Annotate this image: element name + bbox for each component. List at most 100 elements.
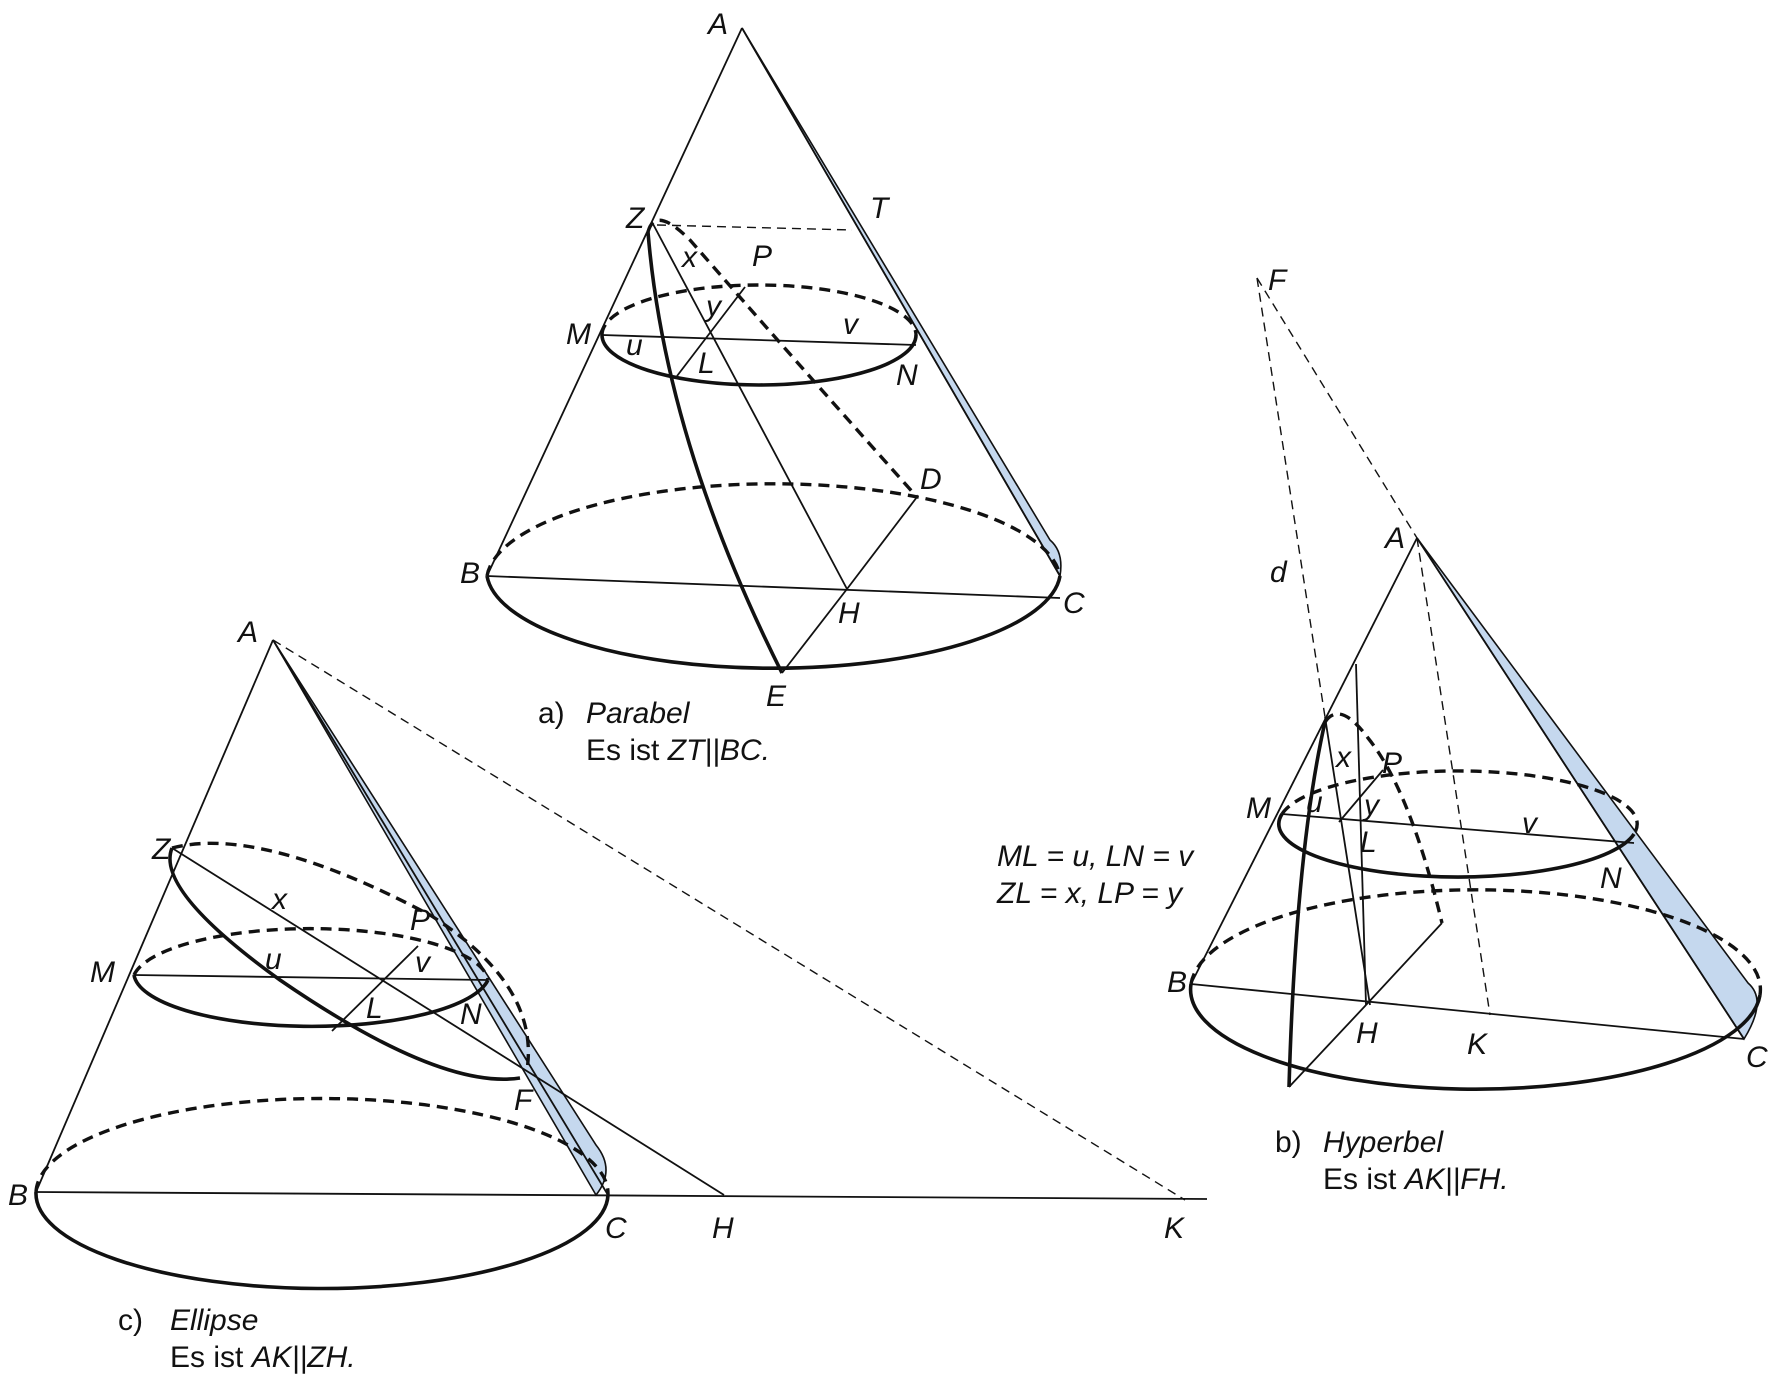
parabola-diagram: A T Z x P y M u v L N D B C H E a) Parab…	[460, 8, 1085, 767]
label-v: v	[843, 308, 860, 341]
cone-a-base-front	[485, 575, 1062, 671]
label-C: C	[605, 1212, 627, 1245]
label-v: v	[415, 946, 432, 979]
label-L: L	[698, 347, 715, 380]
line-FH	[1324, 716, 1371, 1006]
line-vertical-H	[1355, 663, 1367, 1006]
label-K: K	[1164, 1212, 1186, 1245]
cone-c-base-front	[34, 1191, 610, 1291]
cone-b-left-generator	[1190, 537, 1418, 985]
chord-MN	[601, 334, 917, 346]
label-v: v	[1522, 807, 1539, 840]
label-A: A	[706, 8, 728, 41]
cone-c-left-generator	[35, 639, 274, 1193]
label-M: M	[90, 956, 115, 989]
ellipse-section-front	[168, 847, 521, 1081]
label-y: y	[1362, 789, 1381, 822]
label-x: x	[270, 883, 288, 916]
diameter-BC	[486, 575, 1061, 599]
line-AK	[1416, 537, 1491, 1016]
segment-legend: ML = u, LN = v ZL = x, LP = y	[996, 840, 1195, 910]
label-x: x	[1334, 741, 1352, 774]
label-H: H	[838, 597, 860, 630]
label-P: P	[752, 240, 772, 273]
label-H: H	[1356, 1017, 1378, 1050]
label-Z: Z	[625, 202, 646, 235]
parallel-ZT	[656, 224, 853, 231]
caption-b-letter: b)	[1275, 1126, 1302, 1159]
chord-MN	[1281, 813, 1635, 844]
label-C: C	[1746, 1041, 1768, 1074]
line-AK	[272, 639, 1186, 1201]
label-A: A	[1383, 522, 1405, 555]
label-y: y	[704, 290, 723, 323]
diameter-BC	[1190, 983, 1745, 1040]
label-H: H	[712, 1212, 734, 1245]
label-u: u	[265, 943, 282, 976]
line-H-front	[1288, 1004, 1367, 1088]
line-HE	[781, 588, 848, 674]
chord-LP	[676, 286, 746, 377]
label-F: F	[514, 1084, 534, 1117]
label-N: N	[460, 998, 482, 1031]
hyperbola-back-branch	[1323, 712, 1444, 924]
hyperbola-diagram: F d A x P M u y v L N B H K C b) Hyperbe…	[1167, 264, 1768, 1196]
legend-line-2: ZL = x, LP = y	[996, 877, 1184, 910]
ellipse-diagram: A Z x P M u v L N F B C H K c) Ellipse E…	[8, 616, 1208, 1374]
chord-MN	[133, 974, 489, 981]
cone-b-right-generator	[1416, 537, 1745, 1040]
cone-b-section-back	[1280, 769, 1639, 835]
label-Z: Z	[151, 833, 172, 866]
line-H-back	[1365, 922, 1443, 1006]
label-E: E	[766, 680, 787, 713]
cone-a-base-back	[485, 482, 1062, 577]
label-A: A	[236, 616, 258, 649]
cone-c-section-back	[132, 926, 490, 981]
caption-c-title: Ellipse	[170, 1304, 258, 1337]
chord-LP	[331, 945, 419, 1032]
cone-a-right-generator	[741, 27, 1061, 577]
label-M: M	[566, 318, 591, 351]
label-B: B	[8, 1179, 28, 1212]
cone-a-left-generator	[486, 27, 743, 577]
cone-c-base-back	[34, 1096, 610, 1196]
label-u: u	[1306, 786, 1323, 819]
caption-b-condition: Es ist AK||FH.	[1323, 1163, 1509, 1196]
label-L: L	[366, 992, 383, 1025]
label-x: x	[680, 241, 698, 274]
line-ZH	[171, 847, 725, 1196]
caption-c-letter: c)	[118, 1304, 143, 1337]
label-u: u	[626, 329, 643, 362]
parabola-front-branch	[646, 231, 784, 674]
label-M: M	[1246, 792, 1271, 825]
line-HD	[846, 496, 918, 590]
label-D: D	[920, 463, 942, 496]
line-ZH	[652, 223, 848, 590]
label-T: T	[870, 192, 891, 225]
label-N: N	[1600, 862, 1622, 895]
legend-line-1: ML = u, LN = v	[997, 840, 1195, 873]
ellipse-section-back	[171, 841, 530, 1071]
label-C: C	[1063, 587, 1085, 620]
label-B: B	[1167, 966, 1187, 999]
cone-b-base-front	[1188, 983, 1762, 1092]
caption-a-condition: Es ist ZT||BC.	[586, 734, 770, 767]
parabola-back-branch	[646, 218, 919, 499]
label-B: B	[460, 557, 480, 590]
label-P: P	[1382, 747, 1402, 780]
label-K: K	[1467, 1028, 1489, 1061]
cone-c-right-generator	[272, 639, 609, 1196]
cone-b-base-back	[1189, 888, 1763, 996]
label-P: P	[410, 904, 430, 937]
cone-a-section-back	[600, 283, 918, 336]
caption-a-letter: a)	[538, 697, 565, 730]
caption-c-condition: Es ist AK||ZH.	[170, 1341, 356, 1374]
caption-b-title: Hyperbel	[1323, 1126, 1444, 1159]
cone-a-section-front	[600, 334, 918, 387]
caption-a-title: Parabel	[586, 697, 691, 730]
hyperbola-front-branch	[1287, 721, 1327, 1088]
line-FA-extension	[1256, 277, 1418, 539]
label-F: F	[1268, 264, 1288, 297]
label-N: N	[896, 359, 918, 392]
